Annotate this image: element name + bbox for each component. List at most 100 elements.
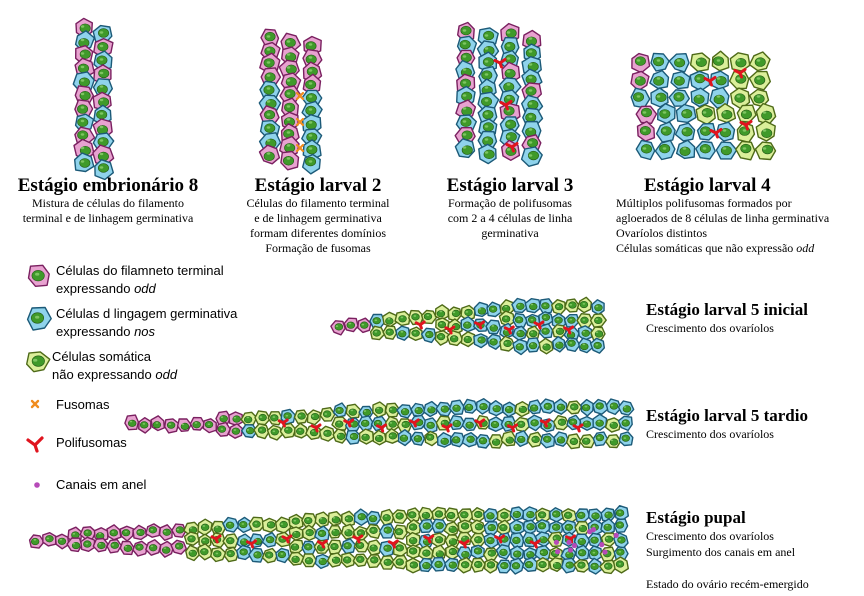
germline-cell (513, 340, 527, 355)
terminal-cell (344, 318, 358, 331)
germline-cell (677, 105, 696, 123)
germline-cell (651, 53, 669, 71)
somatic-cell (289, 527, 303, 540)
germline-cell (474, 334, 487, 348)
legend-fusome-label: Fusomas (56, 396, 109, 414)
somatic-cell (303, 525, 316, 540)
germline-cell (424, 418, 437, 433)
terminal-cell (632, 54, 650, 73)
stage-title: Estágio larval 3 (425, 176, 595, 196)
somatic-cell (373, 430, 386, 444)
germline-cell (576, 509, 590, 522)
somatic-cell (333, 429, 347, 443)
germline-cell (303, 155, 321, 174)
somatic-cell (712, 51, 728, 70)
somatic-cell (380, 510, 394, 526)
somatic-cell (241, 412, 257, 425)
legend-somatic-label: Células somática não expressando odd (52, 348, 177, 384)
legend-polyfusome-label: Polifusomas (56, 434, 127, 452)
somatic-cell (328, 512, 342, 526)
germline-cell (510, 533, 524, 547)
germline-cell (342, 539, 355, 554)
terminal-cell (638, 122, 655, 142)
somatic-cell (263, 518, 278, 532)
germline-cell (522, 147, 543, 166)
somatic-cell (307, 410, 320, 425)
germline-cell (513, 314, 527, 328)
somatic-cell (461, 332, 474, 347)
somatic-cell (185, 532, 199, 545)
terminal-cell (636, 106, 656, 123)
terminal-cell (93, 539, 107, 552)
germline-cell (716, 142, 736, 159)
germline-cell (237, 546, 251, 560)
terminal-cell (107, 540, 121, 553)
ring-canal-mark (555, 549, 560, 554)
stage-desc-line: Formação de polifusomas (425, 196, 595, 211)
somatic-cell (342, 553, 355, 567)
germline-cell (541, 434, 555, 448)
stage-title: Estágio pupal (646, 508, 809, 528)
stage-embryonic-8: Estágio embrionário 8 Mistura de células… (8, 176, 208, 226)
germline-cell (450, 416, 465, 430)
somatic-cell (567, 434, 581, 449)
germline-cell (513, 326, 527, 340)
ring-canal-mark (568, 547, 573, 552)
germline-cell (399, 430, 411, 446)
germline-cell (484, 522, 499, 535)
germline-cell (445, 558, 459, 571)
ring-canal-icon (34, 482, 40, 488)
germline-cell (450, 400, 464, 414)
germline-cell (463, 399, 477, 413)
germline-cell (636, 140, 654, 159)
germline-cell (601, 519, 614, 535)
germline-cell (540, 399, 556, 413)
somatic-cell (600, 547, 615, 561)
terminal-cell (160, 525, 172, 541)
germline-cell (581, 400, 593, 416)
germline-cell (471, 545, 484, 558)
fusome-icon (32, 401, 38, 407)
somatic-cell (756, 121, 775, 141)
stage-pupal: Estágio pupal Crescimento dos ovaríolos … (646, 508, 809, 592)
somatic-cell (302, 554, 316, 567)
germline-cell (496, 545, 510, 559)
germline-cell (315, 526, 330, 541)
somatic-cell (419, 546, 433, 560)
germline-cell (619, 401, 634, 415)
somatic-cell (567, 401, 582, 414)
germline-cell (487, 302, 501, 316)
stage-desc-line: Surgimento dos canais em anel (646, 544, 809, 560)
stage-desc-line: Crescimento dos ovaríolos (646, 426, 808, 442)
germline-cell (489, 401, 503, 416)
somatic-cell (289, 552, 304, 565)
somatic-cell (578, 297, 592, 312)
somatic-cell (315, 512, 329, 527)
germline-cell (540, 324, 553, 338)
somatic-cell (320, 426, 335, 441)
somatic-cell (342, 511, 355, 526)
ring-canal-mark (572, 543, 577, 548)
stage-desc-line: com 2 a 4 células de linha (425, 211, 595, 226)
somatic-cell (445, 508, 459, 521)
germline-cell (302, 541, 316, 554)
somatic-cell (263, 549, 278, 563)
germline-cell-icon (28, 308, 52, 331)
germline-cell (510, 520, 525, 534)
ring-canal-mark (599, 542, 604, 547)
germline-cell (696, 142, 715, 160)
germline-cell (554, 399, 567, 414)
somatic-cell (366, 525, 381, 539)
germline-cell (523, 558, 538, 572)
somatic-cell (552, 300, 565, 315)
terminal-cell (30, 535, 44, 548)
polyfusome-icon (28, 438, 42, 451)
stage-desc-line: formam diferentes domínios (228, 226, 408, 241)
somatic-cell (485, 559, 498, 573)
germline-cell (591, 338, 605, 353)
terminal-cell (120, 542, 133, 555)
germline-cell (691, 88, 709, 106)
germline-cell (671, 72, 690, 89)
stage-desc-line: Células somáticas que não expressão odd (616, 241, 862, 256)
